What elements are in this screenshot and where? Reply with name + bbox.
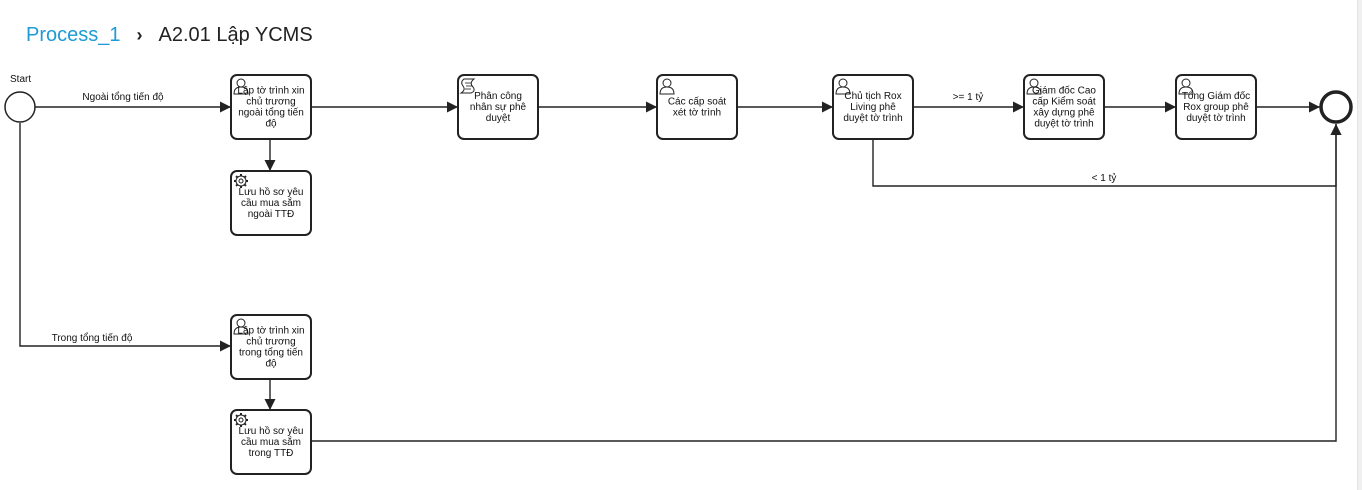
flow-start-to-t8[interactable]: [19, 123, 231, 352]
task-label-line: Chủ tịch Rox: [844, 90, 901, 102]
task-label-line: Giám đốc Cao: [1032, 85, 1096, 97]
task-box[interactable]: [230, 170, 312, 236]
user-task-icon: [835, 78, 851, 95]
task-label-line: cầu mua sắm: [241, 196, 301, 209]
task-label-line: ngoài tổng tiến: [238, 107, 304, 119]
task-label-line: trong TTĐ: [249, 448, 294, 459]
breadcrumb: Process_1 › A2.01 Lập YCMS: [26, 21, 313, 49]
task-label-line: ngoài TTĐ: [248, 209, 295, 220]
flow-label-inside: Trong tổng tiến độ: [52, 332, 133, 344]
start-event[interactable]: [4, 91, 36, 123]
task-label-line: duyệt: [486, 113, 511, 124]
task-label-line: trong tổng tiến: [239, 347, 303, 359]
task-box[interactable]: [230, 74, 312, 140]
task-label-line: cầu mua sắm: [241, 435, 301, 448]
task-box[interactable]: [656, 74, 738, 140]
task-label-line: Phân công: [474, 91, 522, 102]
script-icon: [459, 78, 476, 94]
breadcrumb-separator-icon: ›: [136, 24, 143, 45]
user-task-icon: [1026, 78, 1042, 95]
gear-icon: [234, 174, 248, 188]
vertical-scrollbar[interactable]: [1357, 0, 1362, 490]
flow-label-ge-1b: >= 1 tỷ: [953, 91, 984, 103]
task-label-line: duyệt tờ trình: [1034, 119, 1093, 130]
breadcrumb-current-page: A2.01 Lập YCMS: [158, 23, 313, 46]
user-task-icon: [233, 78, 249, 95]
user-task-icon: [233, 318, 249, 335]
task-box[interactable]: [832, 74, 914, 140]
task-label-line: Lưu hồ sơ yêu: [239, 186, 304, 198]
task-label-line: nhân sự phê: [470, 102, 527, 113]
breadcrumb-process-link[interactable]: Process_1: [26, 23, 121, 46]
task-label-line: chủ trương: [246, 96, 295, 108]
flow-label-lt-1b: < 1 tỷ: [1092, 172, 1117, 184]
sequence-flows: [19, 101, 1342, 442]
task-box[interactable]: [1175, 74, 1257, 140]
end-event[interactable]: [1319, 90, 1353, 124]
task-label-line: duyệt tờ trình: [843, 113, 902, 124]
task-label-line: Lưu hồ sơ yêu: [239, 425, 304, 437]
task-label-line: Các cấp soát: [668, 96, 727, 108]
task-label-line: Lập tờ trình xin: [237, 326, 304, 337]
gear-icon: [234, 413, 248, 427]
task-label-line: cấp Kiểm soát: [1032, 96, 1096, 108]
task-label-line: xây dựng phê: [1033, 108, 1095, 119]
task-box[interactable]: [230, 314, 312, 380]
start-event-label: Start: [10, 74, 31, 85]
task-label-line: độ: [265, 359, 277, 370]
task-box[interactable]: [457, 74, 539, 140]
task-label-line: duyệt tờ trình: [1186, 113, 1245, 124]
task-label-line: độ: [265, 119, 277, 130]
task-label-line: Living phê: [850, 102, 896, 113]
task-label-line: Lập tờ trình xin: [237, 86, 304, 97]
task-box[interactable]: [1023, 74, 1105, 140]
task-label-line: xét tờ trình: [673, 108, 721, 119]
task-label-line: chủ trương: [246, 336, 295, 348]
task-box[interactable]: [230, 409, 312, 475]
task-label-line: Tổng Giám đốc: [1182, 90, 1250, 102]
user-task-icon: [659, 78, 675, 95]
task-label-line: Rox group phê: [1183, 102, 1249, 113]
flow-label-outside: Ngoài tổng tiến độ: [82, 91, 164, 103]
user-task-icon: [1178, 78, 1194, 95]
flow-t9-to-end[interactable]: [311, 123, 1342, 442]
